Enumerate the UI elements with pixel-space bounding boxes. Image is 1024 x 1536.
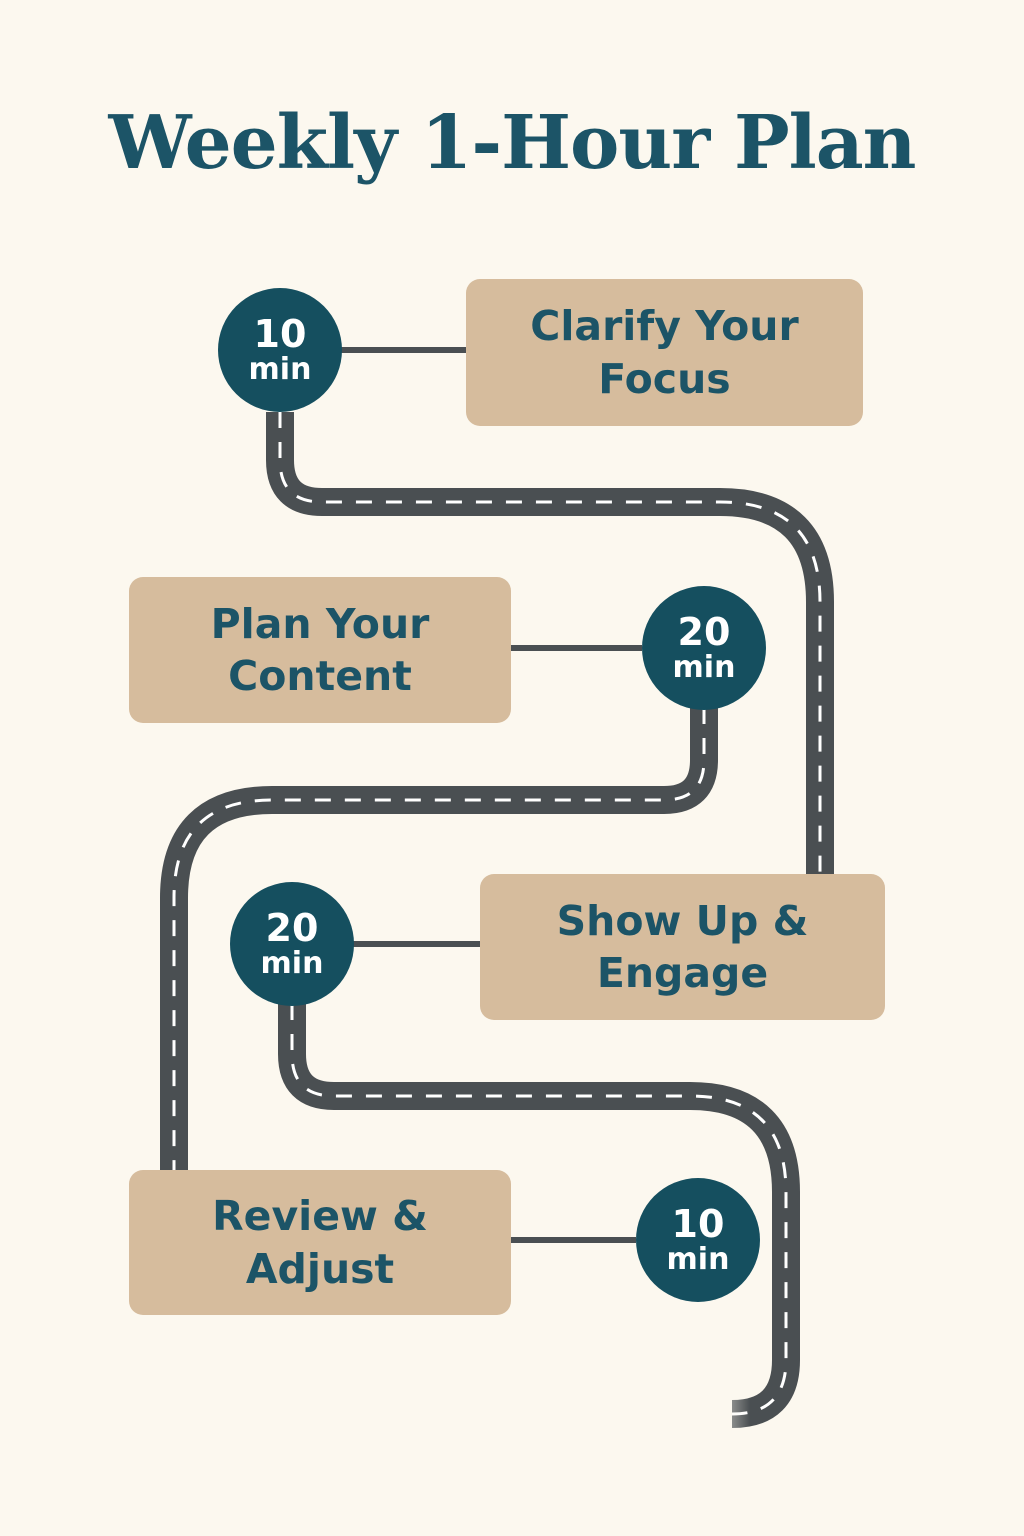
duration-unit-1: min	[248, 352, 312, 387]
duration-unit-2: min	[672, 650, 736, 685]
duration-value-3: 20	[265, 906, 319, 950]
duration-circle-4: 10 min	[636, 1178, 760, 1302]
connector-lines	[340, 347, 642, 1243]
duration-value-4: 10	[671, 1202, 725, 1246]
duration-circle-1: 10 min	[218, 288, 342, 412]
duration-circle-2: 20 min	[642, 586, 766, 710]
page-title: Weekly 1-Hour Plan	[108, 100, 917, 186]
step-box-clarify-focus: Clarify Your Focus	[466, 279, 863, 426]
step-box-show-up-engage: Show Up & Engage	[480, 874, 885, 1020]
duration-circle-3: 20 min	[230, 882, 354, 1006]
road-segments	[160, 412, 834, 1428]
road-end-fade	[700, 1390, 750, 1440]
duration-value-2: 20	[677, 610, 731, 654]
duration-value-1: 10	[253, 312, 307, 356]
step-box-plan-content: Plan Your Content	[129, 577, 511, 723]
duration-unit-4: min	[666, 1242, 730, 1277]
step-box-review-adjust: Review & Adjust	[129, 1170, 511, 1315]
duration-unit-3: min	[260, 946, 324, 981]
